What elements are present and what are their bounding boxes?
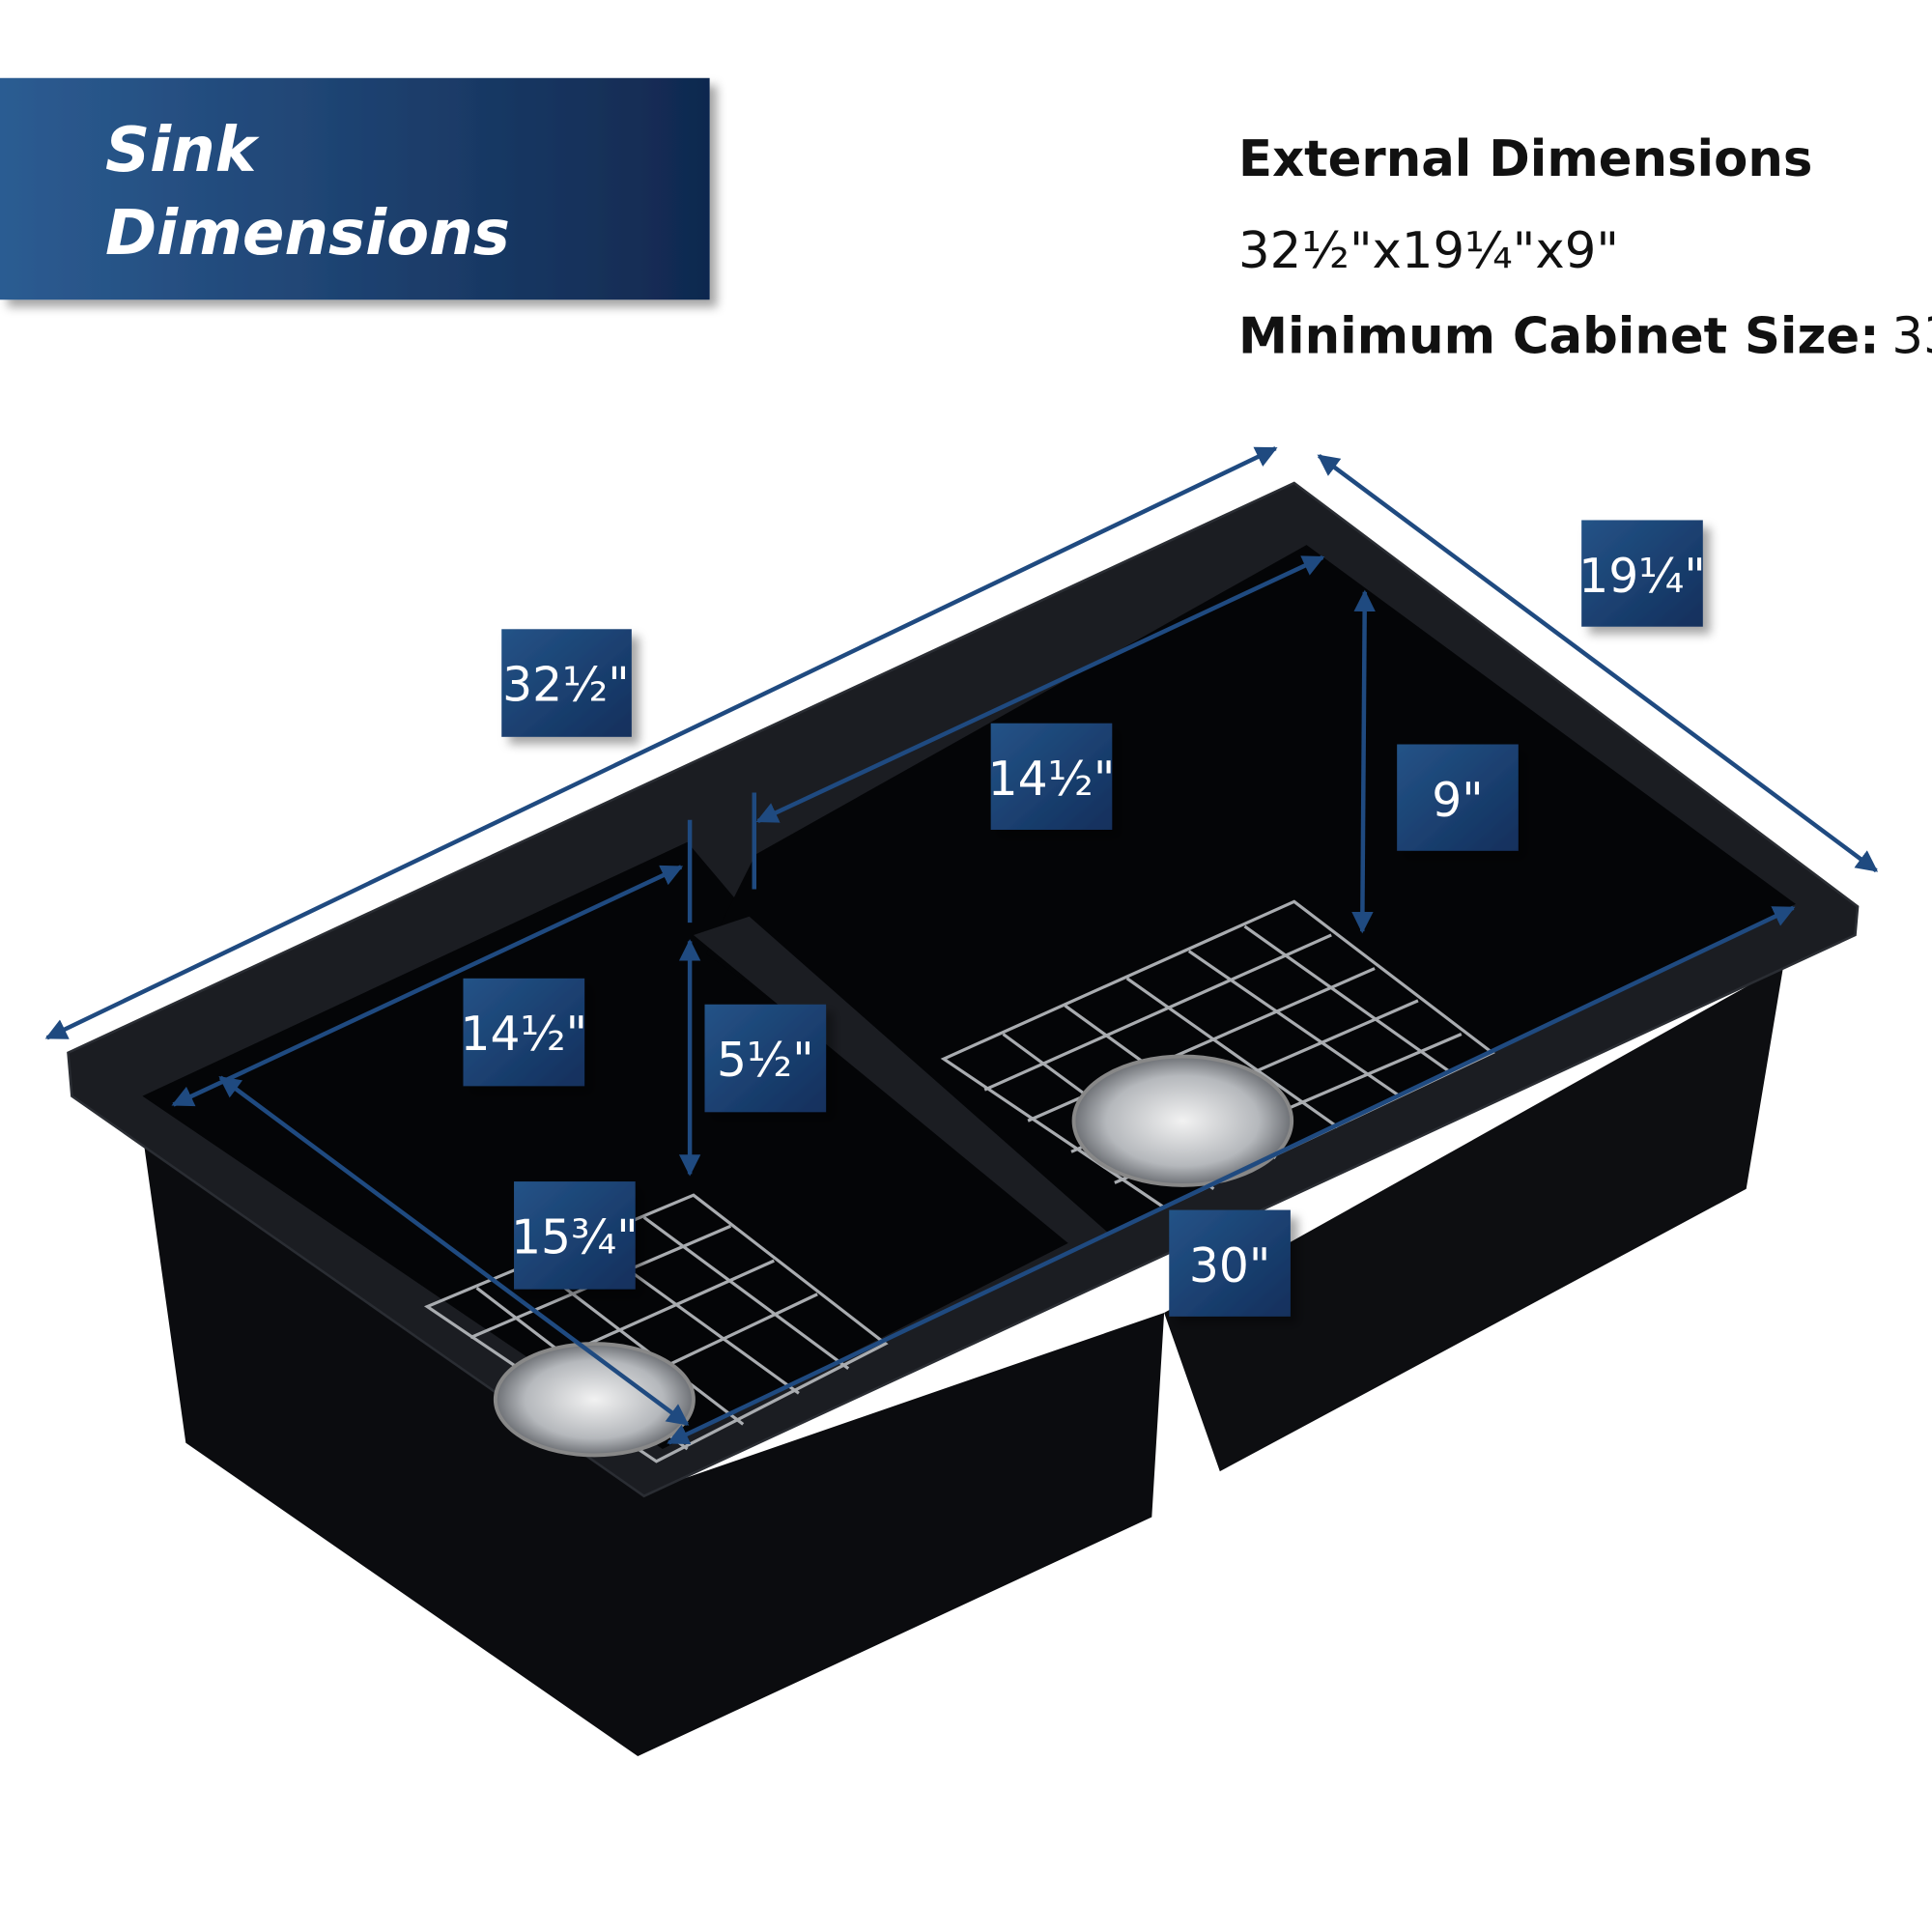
svg-text:15¾": 15¾" — [511, 1210, 639, 1264]
svg-text:32½": 32½" — [502, 659, 630, 713]
label-right-bowl-depth: 9" — [1397, 744, 1519, 851]
cabinet-size: Minimum Cabinet Size: 33" — [1238, 307, 1932, 365]
sink — [67, 481, 1860, 1756]
svg-text:30": 30" — [1189, 1239, 1270, 1293]
left-bowl-width-line — [218, 1075, 690, 1427]
banner-title-line2: Dimensions — [105, 198, 510, 270]
banner-title-line1: Sink — [105, 115, 260, 186]
right-bowl-length-line — [755, 554, 1325, 824]
dimension-lines — [44, 446, 1879, 1445]
left-bowl-length-line — [171, 865, 684, 1107]
external-dimensions-value: 32½"x19¼"x9" — [1238, 222, 1619, 280]
left-bowl-body — [142, 1133, 1165, 1756]
cabinet-size-label: Minimum Cabinet Size: — [1238, 307, 1880, 365]
external-dimensions-heading: External Dimensions — [1238, 130, 1812, 188]
label-inner-span: 30" — [1169, 1209, 1291, 1317]
left-drain — [493, 1342, 696, 1458]
right-bowl-depth-line — [1351, 589, 1376, 934]
inner-span-line — [667, 905, 1796, 1445]
svg-text:9": 9" — [1432, 774, 1483, 828]
svg-text:5½": 5½" — [717, 1034, 814, 1088]
svg-text:19¼": 19¼" — [1578, 550, 1706, 604]
cabinet-size-value: 33" — [1891, 307, 1932, 365]
label-left-bowl-length: 14½" — [461, 978, 588, 1087]
overall-width-line — [1317, 453, 1879, 873]
right-drain — [1071, 1054, 1294, 1187]
label-overall-length: 32½" — [501, 629, 632, 737]
label-overall-width: 19¼" — [1578, 520, 1706, 627]
title-banner: Sink Dimensions — [0, 77, 710, 300]
svg-text:14½": 14½" — [988, 753, 1116, 807]
svg-text:14½": 14½" — [461, 1008, 588, 1062]
label-left-bowl-width: 15¾" — [511, 1181, 639, 1290]
label-left-bowl-depth: 5½" — [704, 1004, 827, 1113]
label-right-bowl-length: 14½" — [988, 723, 1116, 830]
